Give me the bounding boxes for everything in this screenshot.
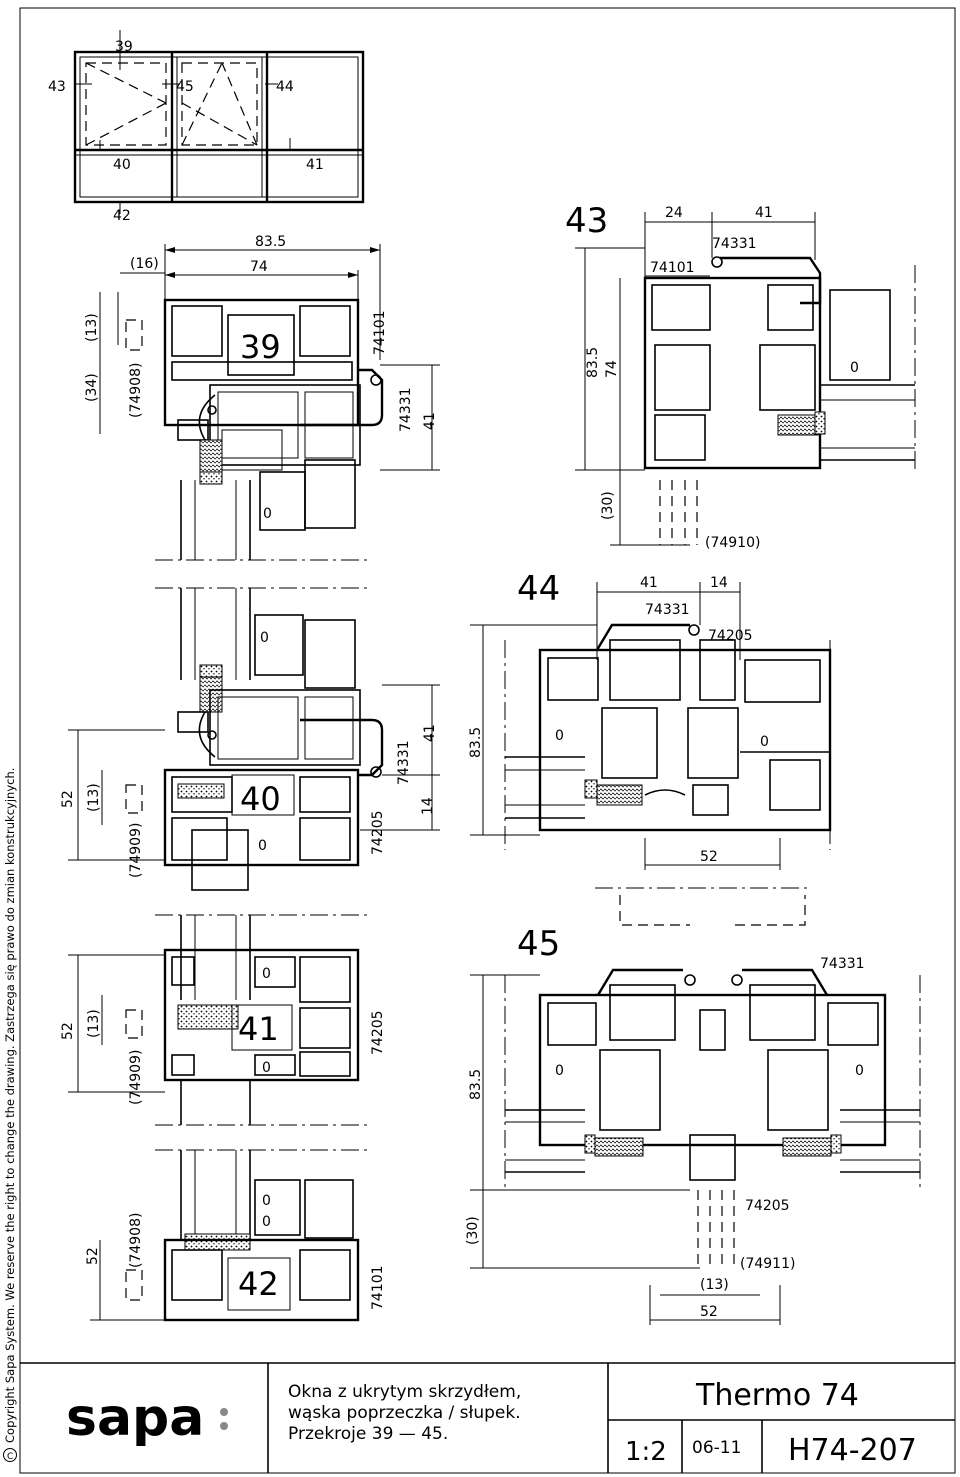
s43-number: 43 [565,201,608,241]
s44-dim-83-5: 83.5 [468,727,484,758]
s41-part-74205: 74205 [370,1010,386,1055]
description-line-2: wąska poprzeczka / słupek. [288,1403,521,1423]
s40-part-74205: 74205 [370,810,386,855]
section-43: 43 24 41 74331 74101 0 83.5 74 [565,201,916,551]
s40-dim-13: (13) [86,783,102,812]
svg-text:0: 0 [260,630,269,646]
s45-dim-52: 52 [700,1304,718,1320]
description-line-3: Przekroje 39 — 45. [288,1424,448,1444]
s39-part-74101: 74101 [372,310,388,355]
svg-text:0: 0 [262,1193,271,1209]
s44-dim-14: 14 [710,575,728,591]
s40-number: 40 [240,780,281,818]
s41-number: 41 [238,1010,279,1048]
overview-label-39: 39 [115,39,133,55]
drawing-scale: 1:2 [625,1437,667,1467]
s43-part-74331: 74331 [712,236,757,252]
section-41: 0 41 0 52 (13) (74909) 74205 [60,915,386,1126]
s43-dim-83-5: 83.5 [585,347,601,378]
copyright-notice: C Copyright Sapa System. We reserve the … [3,768,17,1462]
svg-text:0: 0 [555,1063,564,1079]
svg-text:0: 0 [262,1060,271,1076]
drawing-number: H74-207 [788,1433,917,1468]
svg-text:0: 0 [855,1063,864,1079]
s45-dim-30: (30) [465,1216,481,1245]
svg-text:sapa: sapa [66,1388,204,1448]
s42-dim-74908: (74908) [128,1213,144,1268]
s43-dim-24: 24 [665,205,683,221]
s39-dim-34: (34) [84,373,100,402]
overview-label-42: 42 [113,208,131,224]
s45-part-74911: (74911) [740,1256,795,1272]
overview-label-40: 40 [113,157,131,173]
s44-part-74205: 74205 [708,628,753,644]
svg-text:0: 0 [262,966,271,982]
title-block: sapa Okna z ukrytym skrzydłem, wąska pop… [66,1363,955,1473]
svg-text:0: 0 [850,360,859,376]
s41-dim-13: (13) [86,1009,102,1038]
s39-dim-74908: (74908) [128,363,144,418]
svg-text:0: 0 [262,1214,271,1230]
s39-dim-41: 41 [422,412,438,430]
s45-number: 45 [517,924,560,964]
sheet-border [19,7,956,1474]
s44-dim-41: 41 [640,575,658,591]
s42-dim-52: 52 [85,1247,101,1265]
s42-part-74101: 74101 [370,1265,386,1310]
s40-dim-14: 14 [420,797,436,815]
s40-part-74331: 74331 [396,740,412,785]
overview-label-41: 41 [306,157,324,173]
s45-part-74331: 74331 [820,956,865,972]
s41-dim-74909: (74909) [128,1050,144,1105]
svg-text:0: 0 [760,734,769,750]
overview-elevation: 39 43 45 44 40 41 42 [48,30,365,224]
s43-dim-74: 74 [604,360,620,378]
s39-number: 39 [240,328,281,366]
s40-dim-74909: (74909) [128,823,144,878]
section-45: 45 74331 0 0 83.5 [465,887,921,1325]
overview-label-45: 45 [176,79,194,95]
overview-label-44: 44 [276,79,294,95]
s39-part-74331: 74331 [398,387,414,432]
product-name: Thermo 74 [695,1378,859,1413]
overview-label-43: 43 [48,79,66,95]
section-42: 0 0 42 52 (74908) 74101 [85,1149,386,1322]
s39-dim-13: (13) [84,313,100,342]
description-line-1: Okna z ukrytym skrzydłem, [288,1382,521,1402]
drawing-date: 06-11 [692,1438,741,1458]
s41-dim-52: 52 [60,1022,76,1040]
s44-part-74331: 74331 [645,602,690,618]
s40-dim-41: 41 [422,724,438,742]
s42-number: 42 [238,1265,279,1303]
s43-dim-30: (30) [600,491,616,520]
svg-text:0: 0 [258,838,267,854]
s44-dim-52: 52 [700,849,718,865]
s44-number: 44 [517,569,560,609]
section-39: 83.5 74 (16) (13) (34) (74908) 0 [84,234,440,561]
copyright-c-mark: C [7,1452,13,1462]
copyright-text: Copyright Sapa System. We reserve the ri… [3,768,17,1443]
s39-dim-16: (16) [130,256,159,272]
svg-text:0: 0 [263,506,272,522]
svg-text:0: 0 [555,728,564,744]
s43-part-74101: 74101 [650,260,695,276]
s39-dim-83-5: 83.5 [255,234,286,250]
s45-part-74205: 74205 [745,1198,790,1214]
s45-dim-13: (13) [700,1277,729,1293]
section-40: 0 40 0 52 (13) (74909) 74331 [60,587,440,916]
s45-dim-83-5: 83.5 [468,1069,484,1100]
section-44: 44 41 14 74331 74205 0 0 83 [468,569,832,870]
s39-dim-74: 74 [250,259,268,275]
s40-dim-52: 52 [60,790,76,808]
s43-dim-41: 41 [755,205,773,221]
s43-part-74910: (74910) [705,535,760,551]
sapa-logo: sapa [66,1388,228,1448]
